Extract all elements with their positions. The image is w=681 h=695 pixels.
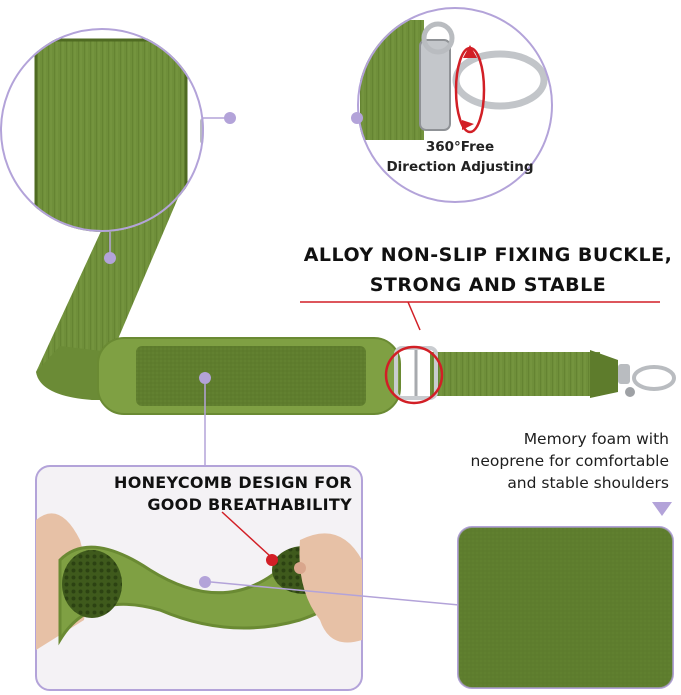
right-hand	[299, 533, 362, 643]
strap-bend	[36, 346, 110, 400]
buckle-highlight-ring	[384, 345, 444, 405]
honeycomb-dot	[266, 554, 278, 566]
rotation-arrow-icon	[454, 45, 486, 134]
pad-callout-leader	[199, 372, 211, 466]
buckle-headline-line1: ALLOY NON-SLIP FIXING BUCKLE,	[303, 244, 673, 266]
swivel-caption-line2: Direction Adjusting	[386, 159, 534, 175]
buckle-headline-line2: STRONG AND STABLE	[369, 274, 607, 296]
honeycomb-caption-line1: HONEYCOMB DESIGN FOR	[114, 473, 352, 492]
shoulder-pad-center	[136, 346, 366, 406]
swivel-hook-zoom-callout	[351, 7, 553, 203]
mesh-area-left	[62, 550, 122, 618]
triangle-pointer-icon	[652, 502, 672, 516]
buckle-callout-lines	[300, 301, 660, 331]
foam-swatch-panel	[457, 502, 674, 689]
swivel-caption-line1: 360°Free	[425, 139, 495, 155]
foam-caption-line2: neoprene for comfortable	[470, 452, 669, 470]
strap-right-segment	[430, 352, 600, 396]
foam-caption-line1: Memory foam with	[523, 430, 669, 448]
honeycomb-photo-panel	[35, 465, 471, 691]
strap-weave-zoom-callout	[0, 28, 236, 264]
foam-caption-line3: and stable shoulders	[507, 474, 669, 492]
swivel-caption: 360°Free Direction Adjusting	[372, 137, 548, 177]
honeycomb-leader	[221, 511, 271, 557]
callout-dot	[224, 112, 236, 124]
zoom-strap	[360, 20, 424, 140]
shoulder-strap	[36, 190, 676, 415]
swivel-snap-hook-icon	[618, 364, 676, 397]
buckle-headline: ALLOY NON-SLIP FIXING BUCKLE, STRONG AND…	[300, 240, 676, 300]
strap-end	[590, 350, 618, 398]
honeycomb-caption: HONEYCOMB DESIGN FOR GOOD BREATHABILITY	[62, 472, 352, 516]
foam-caption: Memory foam with neoprene for comfortabl…	[339, 428, 669, 494]
honeycomb-caption-line2: GOOD BREATHABILITY	[147, 495, 352, 514]
